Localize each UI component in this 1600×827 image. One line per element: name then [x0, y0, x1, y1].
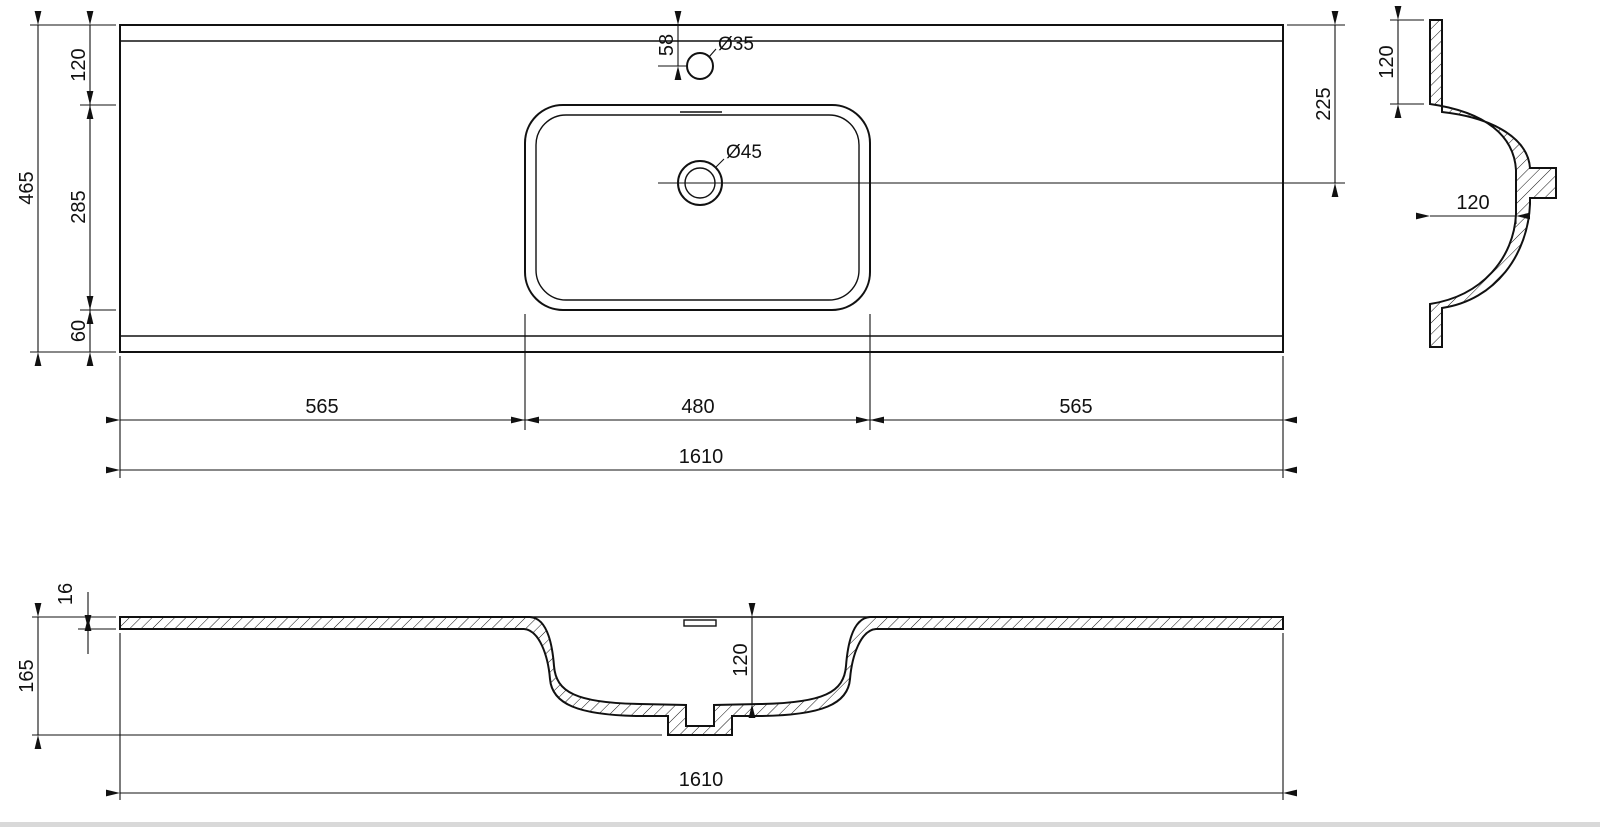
dim-label-285: 285 — [68, 190, 90, 223]
basin-outer-rim — [524, 104, 871, 311]
dim-label-58: 58 — [656, 34, 678, 56]
dim-label-565-right: 565 — [1059, 396, 1092, 418]
plan-view: 465 120 285 60 58 Ø35 Ø45 — [16, 10, 1345, 478]
dim-faucet: 58 Ø35 — [656, 10, 754, 80]
leader-line — [708, 48, 717, 58]
dim-label-1610-front: 1610 — [679, 769, 724, 791]
dim-front-thickness: 16 — [32, 583, 116, 654]
dim-label-front-120: 120 — [730, 643, 752, 676]
dim-front-bowl-depth: 120 — [730, 603, 756, 718]
dim-label-drain-diameter: Ø45 — [726, 142, 762, 163]
dim-label-225: 225 — [1313, 87, 1335, 120]
dim-label-60: 60 — [68, 320, 90, 342]
dim-front-width: 1610 — [106, 633, 1297, 800]
leader-line — [715, 158, 725, 168]
dim-label-480: 480 — [681, 396, 714, 418]
countertop-outline — [119, 24, 1284, 353]
basin-inner-rim — [535, 114, 860, 301]
dim-label-120: 120 — [68, 48, 90, 81]
dim-label-1610-plan: 1610 — [679, 446, 724, 468]
dim-front-height: 165 — [16, 603, 662, 749]
side-section-view: 120 120 — [1376, 5, 1557, 348]
overflow-slot-section — [683, 619, 717, 627]
dim-plan-bottom: 565 480 565 1610 — [106, 314, 1297, 478]
dim-label-465: 465 — [16, 171, 38, 204]
dim-label-faucet-diameter: Ø35 — [718, 34, 754, 55]
window-edge-strip — [0, 822, 1600, 827]
front-section-profile — [119, 616, 1284, 736]
dim-label-side-120-horizontal: 120 — [1456, 192, 1489, 214]
dim-plan-left-segments: 120 285 60 — [68, 10, 116, 366]
dim-plan-height-total: 465 — [16, 10, 116, 366]
dim-label-side-120-vertical: 120 — [1376, 45, 1398, 78]
dim-side-bowl-depth: 120 — [1416, 192, 1530, 224]
dim-drain: Ø45 225 — [658, 10, 1345, 197]
dim-label-165: 165 — [16, 659, 38, 692]
side-profile — [1429, 19, 1557, 348]
dim-side-deck: 120 — [1376, 5, 1424, 118]
dim-label-565-left: 565 — [305, 396, 338, 418]
dim-label-16: 16 — [55, 583, 77, 605]
front-section-view: 16 165 120 1610 — [16, 583, 1297, 800]
